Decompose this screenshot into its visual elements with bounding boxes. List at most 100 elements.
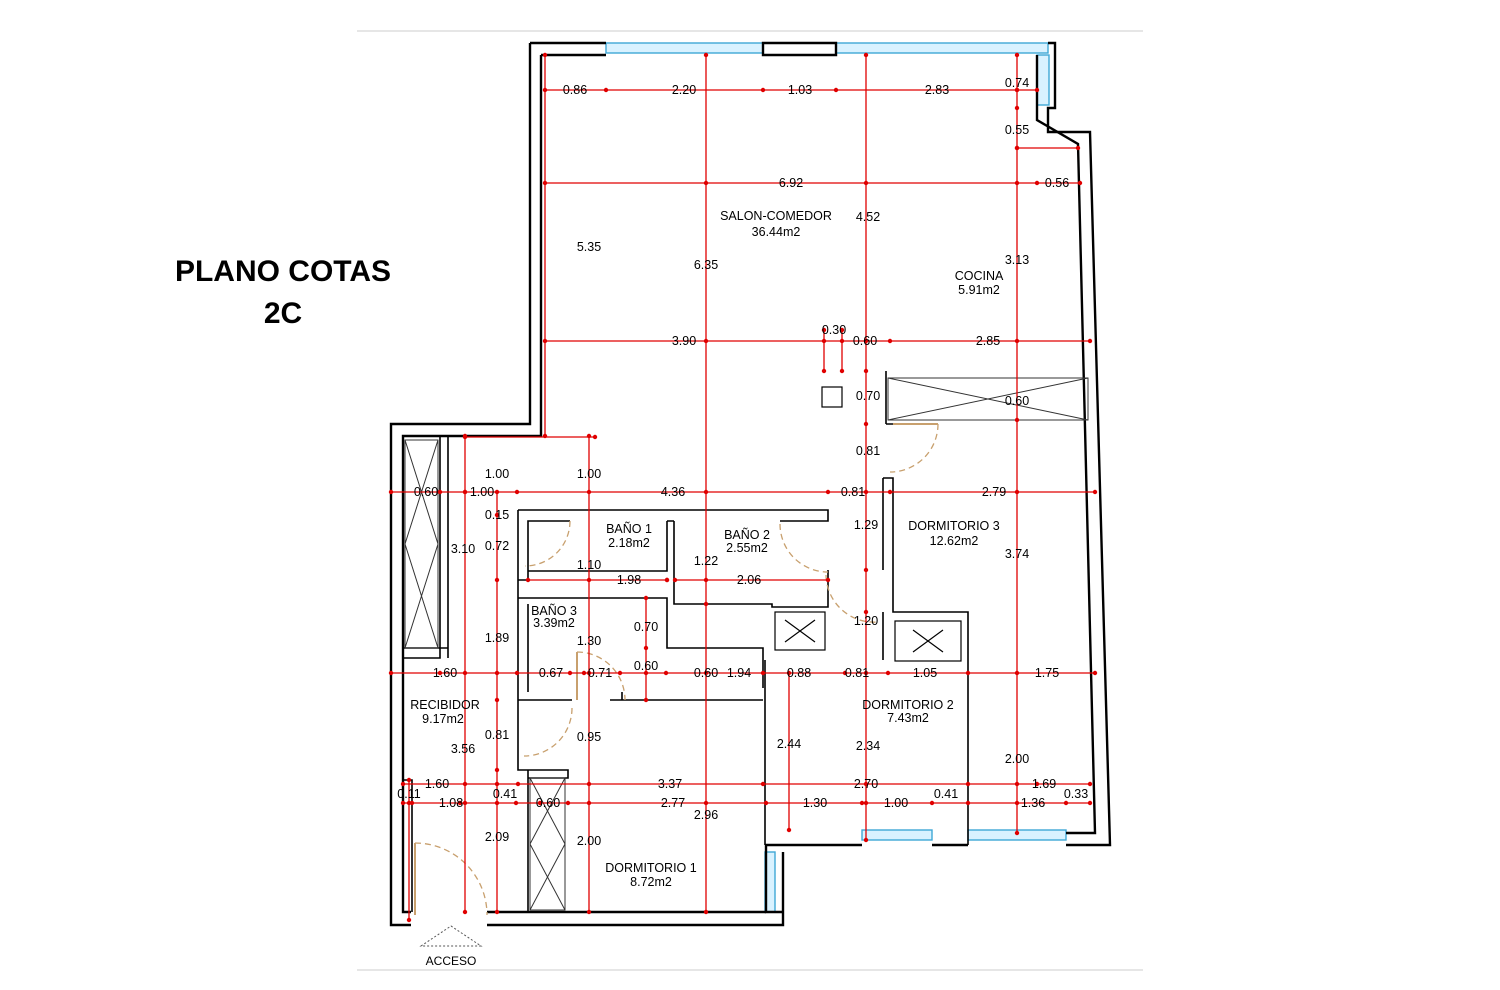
dim-tick: [643, 670, 649, 676]
dim-tick: [839, 327, 845, 333]
dim-tick: [1034, 180, 1040, 186]
dim-67: 1.36: [1021, 796, 1045, 810]
dim-tick: [400, 781, 406, 787]
dim-tick: [863, 338, 869, 344]
dim-tick: [863, 421, 869, 427]
dim-tick: [592, 434, 598, 440]
dim-24: 0.81: [841, 485, 865, 499]
dim-tick: [760, 87, 766, 93]
dim-47: 1.05: [913, 666, 937, 680]
dim-tick: [1092, 489, 1098, 495]
dim-tick: [494, 781, 500, 787]
dim-tick: [1014, 145, 1020, 151]
dim-tick: [863, 489, 869, 495]
dim-43: 0.60: [694, 666, 718, 680]
dim-32: 1.10: [577, 558, 601, 572]
dim-51: 2.44: [777, 737, 801, 751]
dim-tick: [1087, 781, 1093, 787]
dim-52: 2.34: [856, 739, 880, 753]
dim-tick: [965, 781, 971, 787]
dim-tick: [581, 670, 587, 676]
dim-tick: [514, 670, 520, 676]
dim-tick: [586, 909, 592, 915]
dim-tick: [703, 577, 709, 583]
dim-tick: [462, 781, 468, 787]
dim-tick: [1092, 670, 1098, 676]
dim-65: 1.00: [884, 796, 908, 810]
dim-tick: [965, 800, 971, 806]
room-dorm1-name: DORMITORIO 1: [605, 861, 696, 875]
dim-62: 0.60: [536, 796, 560, 810]
room-recibidor-name: RECIBIDOR: [410, 698, 479, 712]
dim-tick: [863, 567, 869, 573]
dim-tick: [643, 697, 649, 703]
window-cocina: [1036, 54, 1050, 106]
dim-tick: [1014, 830, 1020, 836]
dim-tick: [821, 327, 827, 333]
dim-tick: [887, 338, 893, 344]
room-salon-area: 36.44m2: [752, 225, 801, 239]
dim-35: 0.70: [634, 620, 658, 634]
dim-tick: [586, 800, 592, 806]
dim-tick: [929, 800, 935, 806]
dim-6: 6.92: [779, 176, 803, 190]
dim-tick: [388, 670, 394, 676]
dim-61: 0.41: [493, 787, 517, 801]
dim-tick: [703, 670, 709, 676]
dim-tick: [462, 433, 468, 439]
dim-34: 2.06: [737, 573, 761, 587]
dim-tick: [437, 489, 443, 495]
dim-33: 1.98: [617, 573, 641, 587]
dim-58: 2.00: [1005, 752, 1029, 766]
dim-10: 6.35: [694, 258, 718, 272]
dim-tick: [565, 800, 571, 806]
dim-tick: [786, 670, 792, 676]
dim-tick: [786, 827, 792, 833]
dim-tick: [1014, 105, 1020, 111]
room-dorm3-area: 12.62m2: [930, 534, 979, 548]
dim-54: 1.60: [425, 777, 449, 791]
dim-11: 3.13: [1005, 253, 1029, 267]
dim-tick: [1014, 800, 1020, 806]
dim-tick: [703, 180, 709, 186]
dim-tick: [863, 52, 869, 58]
access-marker: ACCESO: [419, 925, 483, 968]
dim-29: 3.10: [451, 542, 475, 556]
room-cocina-area: 5.91m2: [958, 283, 1000, 297]
dim-59: 0.11: [397, 787, 420, 801]
shaft-2: [894, 620, 962, 662]
dim-tick: [462, 670, 468, 676]
dim-tick: [863, 180, 869, 186]
dim-tick: [494, 800, 500, 806]
dim-tick: [1014, 417, 1020, 423]
dim-tick: [863, 781, 869, 787]
dimension-lines: [388, 52, 1098, 923]
outer-walls: [389, 41, 1112, 927]
dim-tick: [664, 577, 670, 583]
dim-27: 1.29: [854, 518, 878, 532]
dim-tick: [586, 489, 592, 495]
dim-tick: [586, 781, 592, 787]
dim-14: 0.60: [853, 334, 877, 348]
dim-tick: [760, 781, 766, 787]
room-recibidor-area: 9.17m2: [422, 712, 464, 726]
dim-tick: [617, 670, 623, 676]
pillar: [821, 386, 843, 408]
dim-tick: [1034, 781, 1040, 787]
dim-37: 1.89: [485, 631, 509, 645]
room-dorm3-name: DORMITORIO 3: [908, 519, 999, 533]
plan-title-line2: 2C: [264, 297, 302, 330]
dim-48: 1.75: [1035, 666, 1059, 680]
dim-53: 3.56: [451, 742, 475, 756]
dim-tick: [643, 595, 649, 601]
dim-66: 0.41: [934, 787, 958, 801]
dim-tick: [586, 670, 592, 676]
dim-71: 2.96: [694, 808, 718, 822]
dim-69: 2.09: [485, 830, 509, 844]
dim-tick: [887, 489, 893, 495]
dim-tick: [462, 489, 468, 495]
window-dorm2: [861, 829, 933, 841]
dim-tick: [586, 577, 592, 583]
dim-tick: [833, 87, 839, 93]
